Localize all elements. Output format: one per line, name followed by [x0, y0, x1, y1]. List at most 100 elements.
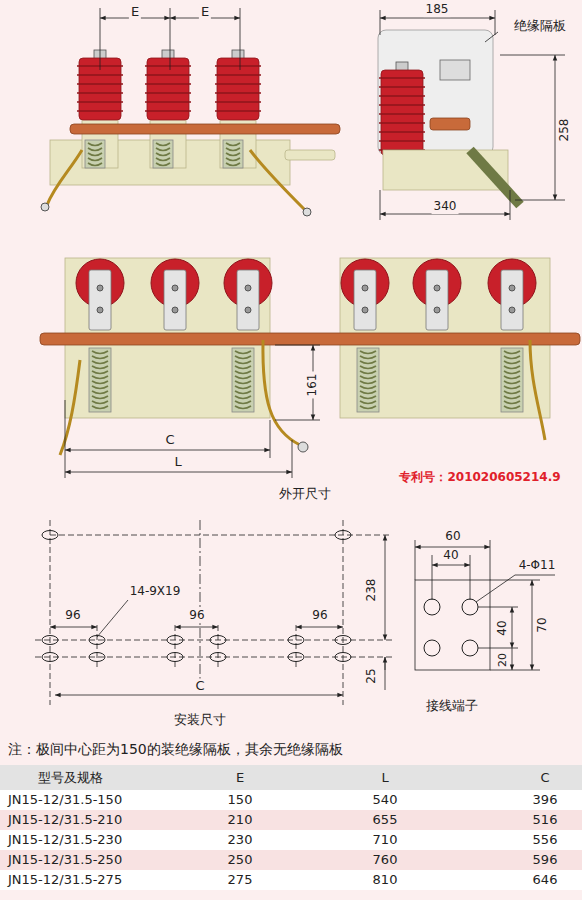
spring-rod — [153, 140, 173, 168]
insulator — [381, 70, 423, 155]
spring-coil — [235, 361, 251, 364]
spring-coil — [156, 158, 170, 161]
bolt-hole — [434, 307, 440, 313]
spring-coil — [92, 366, 108, 369]
insulator-shed — [77, 110, 123, 112]
contact-plate — [354, 270, 376, 330]
spring-rod — [89, 348, 111, 412]
spring-coil — [226, 143, 240, 146]
bolt-hole — [245, 307, 251, 313]
insulator-shed — [379, 95, 425, 97]
spring-coil — [156, 163, 170, 166]
caption-text: 接线端子 — [426, 699, 478, 714]
table-cell: 810 — [373, 873, 398, 888]
table-cell: 540 — [373, 793, 398, 808]
spring-coil — [92, 406, 108, 409]
spring-coil — [88, 163, 102, 166]
bolt-hole — [245, 285, 251, 291]
insulator-shed — [215, 110, 261, 112]
spring-coil — [360, 356, 376, 359]
insulator-shed — [145, 92, 191, 94]
wire-lug — [303, 208, 311, 216]
insulator-shed — [145, 101, 191, 103]
contact-plate — [164, 270, 186, 330]
spring-coil — [235, 356, 251, 359]
spring-coil — [92, 376, 108, 379]
table-cell: 646 — [533, 873, 558, 888]
spring-coil — [235, 406, 251, 409]
table-cell: JN15-12/31.5-150 — [8, 793, 122, 808]
terminal-hole — [462, 640, 478, 656]
table-cell: JN15-12/31.5-250 — [8, 853, 122, 868]
spring-coil — [360, 376, 376, 379]
shaft-section — [430, 118, 470, 130]
bolt-hole — [434, 285, 440, 291]
spring-coil — [360, 391, 376, 394]
spring-coil — [360, 371, 376, 374]
spring-coil — [156, 153, 170, 156]
spring-coil — [88, 153, 102, 156]
spring-coil — [235, 381, 251, 384]
spring-coil — [235, 386, 251, 389]
wire-lug — [41, 203, 49, 211]
spring-coil — [360, 381, 376, 384]
earth-wire — [263, 340, 300, 445]
insulating-barrier — [378, 30, 493, 155]
spring-coil — [92, 381, 108, 384]
table-cell: 150 — [228, 793, 253, 808]
insulator-shed — [77, 101, 123, 103]
bolt-hole — [172, 285, 178, 291]
dimension-label: 40 — [441, 549, 460, 563]
insulator-shed — [379, 113, 425, 115]
table-cell: JN15-12/31.5-210 — [8, 813, 122, 828]
spring-coil — [226, 158, 240, 161]
table-cell: L — [381, 771, 388, 786]
dimension-label: 60 — [443, 530, 462, 544]
bolt-hole — [172, 307, 178, 313]
spring-coil — [504, 356, 520, 359]
spring-rod — [223, 140, 243, 168]
insulator-shed — [77, 92, 123, 94]
dimension-label: 专利号：201020605214.9 — [399, 471, 560, 485]
table-header — [0, 765, 582, 790]
spring-coil — [235, 376, 251, 379]
spring-coil — [504, 401, 520, 404]
spring-coil — [504, 351, 520, 354]
illustration — [40, 30, 580, 670]
table-cell: 210 — [228, 813, 253, 828]
spring-coil — [360, 406, 376, 409]
shaft-end — [285, 150, 335, 160]
table-row — [0, 810, 582, 830]
contact — [440, 60, 470, 80]
dimension-label: E — [199, 5, 211, 20]
terminal-hole — [424, 599, 440, 615]
operating-shaft — [40, 333, 580, 345]
table-cell: 596 — [533, 853, 558, 868]
earth-wire — [60, 360, 80, 455]
spring-coil — [235, 396, 251, 399]
spring-coil — [504, 391, 520, 394]
spring-coil — [92, 371, 108, 374]
spring-rod — [357, 348, 379, 412]
table-cell: 516 — [533, 813, 558, 828]
insulator-shed — [215, 92, 261, 94]
spring-coil — [88, 148, 102, 151]
dimension-label: 340 — [432, 200, 459, 214]
earth-wire — [530, 340, 545, 440]
table-cell: 556 — [533, 833, 558, 848]
table-cell: 710 — [373, 833, 398, 848]
spring-coil — [235, 371, 251, 374]
spring-rod — [232, 348, 254, 412]
table-cell: E — [236, 771, 244, 786]
spring-coil — [226, 148, 240, 151]
earth-wire — [47, 150, 82, 205]
operating-shaft — [70, 124, 340, 134]
caption-text: 外开尺寸 — [279, 487, 331, 502]
dimension-label: 14-9X19 — [128, 585, 183, 599]
spring-coil — [504, 361, 520, 364]
table-cell: JN15-12/31.5-230 — [8, 833, 122, 848]
spring-coil — [92, 391, 108, 394]
spring-coil — [92, 356, 108, 359]
table-cell: 230 — [228, 833, 253, 848]
